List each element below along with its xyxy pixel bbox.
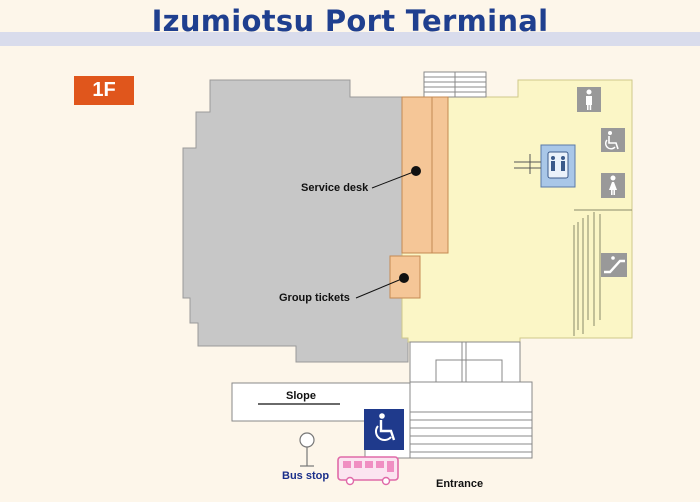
accessible-restroom-icon: [601, 128, 625, 152]
service-desk-marker: [411, 166, 421, 176]
entrance-label: Entrance: [436, 478, 484, 490]
group-tickets-label: Group tickets: [279, 292, 350, 304]
title-band: [0, 32, 700, 46]
escalator-icon: [601, 253, 627, 277]
elevator-icon: [547, 151, 569, 179]
service-desk-pointer: [371, 170, 417, 189]
right-stairs: [573, 209, 632, 336]
bus-stop-label: Bus stop: [282, 470, 330, 482]
desk-column: [389, 96, 449, 299]
group-tickets-pointer: [355, 277, 405, 299]
restroom-men-icon: [577, 87, 601, 112]
group-tickets-marker: [399, 273, 409, 283]
service-desk-label: Service desk: [301, 182, 369, 194]
entrance-area: [409, 341, 521, 383]
gray-area: [182, 79, 409, 363]
page-title: Izumiotsu Port Terminal: [151, 4, 549, 38]
floor-badge: 1F: [74, 76, 134, 105]
bus-icon: [337, 456, 399, 486]
restroom-women-icon: [601, 173, 625, 198]
wheelchair-icon: [364, 409, 404, 450]
entrance-steps: [409, 381, 533, 459]
top-stairs: [423, 71, 487, 98]
bus-stop-sign-icon: [299, 432, 315, 467]
slope-label: Slope: [286, 390, 316, 402]
